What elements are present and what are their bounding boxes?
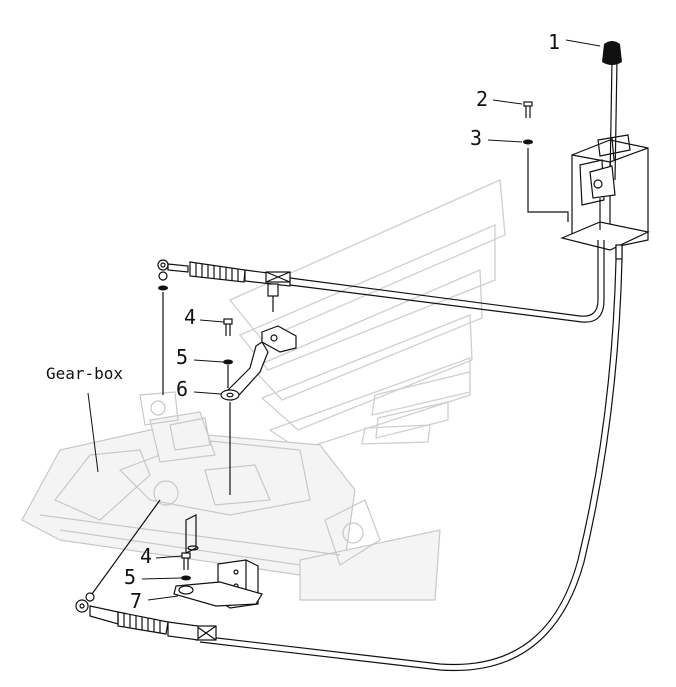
bracket-middle	[220, 318, 297, 495]
callout-group: 1 2 3 4 5 6 4 5 7 Gear-box	[46, 30, 601, 613]
washer-upper	[523, 139, 533, 145]
callout-1: 1	[548, 30, 560, 54]
gearbox-ghost	[21, 391, 441, 601]
mounting-bracket-top	[560, 221, 650, 251]
assembly-line-upper	[527, 148, 569, 222]
callout-4-upper: 4	[184, 305, 196, 329]
upper-cable	[157, 240, 605, 323]
callout-5-lower: 5	[124, 565, 136, 589]
ball-stud-upper	[158, 271, 168, 395]
callout-7: 7	[130, 589, 142, 613]
bolt-upper	[523, 101, 533, 118]
watermark-logo	[228, 179, 506, 451]
label-gearbox: Gear-box	[46, 364, 123, 383]
gear-lever	[589, 41, 622, 230]
bracket-lower	[173, 514, 263, 609]
callout-6: 6	[176, 377, 188, 401]
callout-2: 2	[476, 87, 488, 111]
callout-5-upper: 5	[176, 345, 188, 369]
callout-4-lower: 4	[140, 544, 152, 568]
callout-3: 3	[470, 126, 482, 150]
lower-cable	[75, 244, 623, 672]
